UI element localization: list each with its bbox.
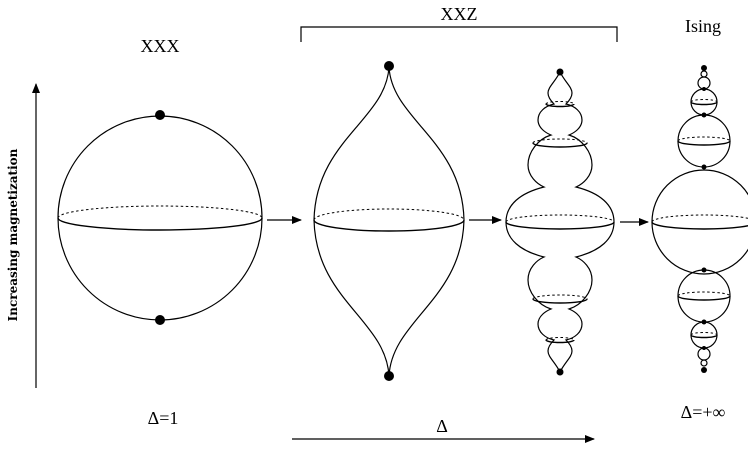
- y-axis-label: Increasing magnetization: [6, 148, 20, 321]
- xxx-sphere: [57, 115, 263, 321]
- north-pole-dot: [556, 68, 564, 76]
- label-xxx: XXX: [141, 36, 180, 56]
- ising-chain-of-spheres: [651, 70, 748, 367]
- south-pole-dot: [556, 368, 564, 376]
- label-delta-infinity: Δ=+∞: [681, 402, 726, 422]
- xxz-bracket: [300, 26, 618, 42]
- south-pole-dot: [155, 315, 165, 325]
- north-pole-dot: [384, 61, 394, 71]
- south-pole-dot: [384, 371, 394, 381]
- north-pole-dot: [155, 110, 165, 120]
- north-pole-dot: [701, 65, 707, 71]
- south-pole-dot: [701, 367, 707, 373]
- ising-contact-points: [701, 87, 707, 350]
- label-delta-axis: Δ: [436, 416, 448, 436]
- label-ising: Ising: [685, 16, 721, 36]
- xxz-cusped-spindle: [313, 66, 465, 377]
- xxz-chain-of-bulbs: [505, 70, 615, 374]
- label-xxz: XXZ: [441, 4, 478, 24]
- label-delta-one: Δ=1: [148, 408, 179, 428]
